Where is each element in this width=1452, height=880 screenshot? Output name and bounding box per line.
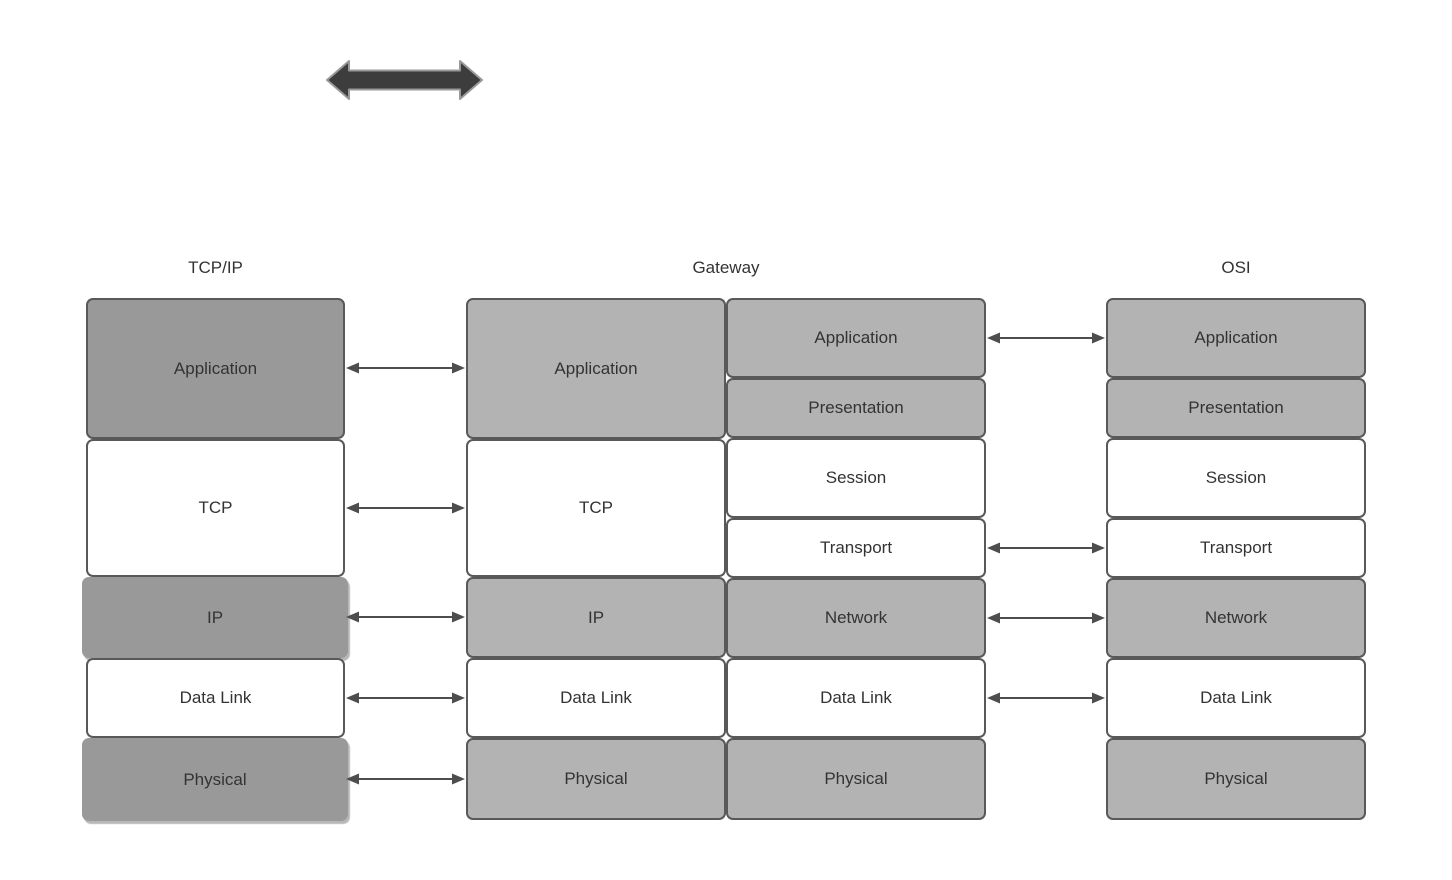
layer-label: Presentation [808,398,904,417]
layer-label: Network [824,608,888,627]
layer-label: IP [587,607,605,627]
arrow-tcpip-gateway-application [346,362,465,374]
layer-gateway-right-physical: Physical [726,738,986,820]
arrow-tcpip-gateway-physical [346,773,465,785]
layer-label: Application [1194,328,1278,347]
layer-label: Physical [183,769,247,789]
layer-label: Network [1204,608,1268,627]
layer-tcpip-application: Application [86,298,345,439]
layer-label: TCP [579,498,613,517]
layer-label: Data Link [560,688,632,707]
layer-tcpip-datalink: Data Link [86,658,345,738]
layer-label: Application [554,358,638,378]
layer-label: Session [1205,468,1267,487]
arrow-tcpip-gateway-datalink [346,692,465,704]
layer-osi-network: Network [1106,578,1366,658]
layer-gateway-right-session: Session [726,438,986,518]
layer-osi-transport: Transport [1106,518,1366,578]
layer-osi-presentation: Presentation [1106,378,1366,438]
arrow-gateway-osi-network [987,612,1105,624]
layer-gateway-left-application: Application [466,298,726,439]
layer-osi-session: Session [1106,438,1366,518]
layer-label: Physical [564,769,628,788]
layer-gateway-right-transport: Transport [726,518,986,578]
arrow-gateway-osi-transport [987,542,1105,554]
stack-title-gateway: Gateway [692,258,760,277]
layer-label: Presentation [1188,398,1284,417]
layer-osi-datalink: Data Link [1106,658,1366,738]
arrow-tcpip-gateway-ip [346,611,465,623]
layer-label: IP [206,607,224,627]
layer-gateway-left-tcp: TCP [466,439,726,577]
layer-gateway-right-datalink: Data Link [726,658,986,738]
layer-label: Data Link [179,688,252,707]
layer-label: Data Link [1200,688,1272,707]
arrow-gateway-osi-datalink [987,692,1105,704]
layer-gateway-right-presentation: Presentation [726,378,986,438]
arrow-tcpip-gateway-tcp [346,502,465,514]
layer-label: Physical [824,769,888,788]
layer-label: TCP [198,498,233,517]
layer-label: Data Link [820,688,892,707]
layer-label: Application [814,328,898,347]
layer-tcpip-tcp: TCP [86,439,345,577]
layer-osi-application: Application [1106,298,1366,378]
layer-label: Physical [1204,769,1268,788]
layer-gateway-left-datalink: Data Link [466,658,726,738]
layer-label: Transport [819,538,893,557]
double-arrow-shape [326,60,483,100]
stack-title-tcpip: TCP/IP [188,258,243,277]
layer-gateway-left-physical: Physical [466,738,726,820]
layer-gateway-right-application: Application [726,298,986,378]
layer-gateway-right-network: Network [726,578,986,658]
layer-gateway-left-ip: IP [466,577,726,658]
layer-label: Application [173,358,258,378]
layer-label: Transport [1199,538,1273,557]
stack-title-osi: OSI [1221,258,1251,277]
arrow-gateway-osi-application [987,332,1105,344]
layer-label: Session [825,468,887,487]
layer-tcpip-ip: IP [82,577,348,658]
layer-tcpip-physical: Physical [82,738,348,821]
layer-osi-physical: Physical [1106,738,1366,820]
